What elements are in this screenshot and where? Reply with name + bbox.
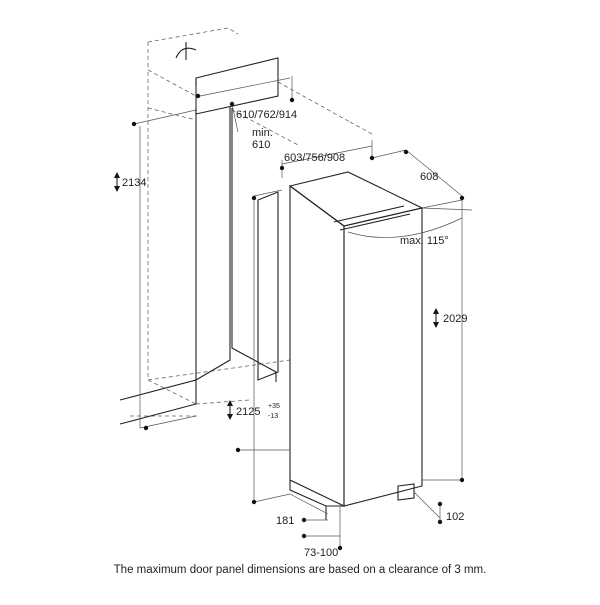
diagram-caption: The maximum door panel dimensions are ba… [113, 564, 487, 576]
label-height-tol-minus: -13 [268, 413, 278, 420]
label-height-tol-plus: +35 [268, 403, 280, 410]
height-arrows [114, 172, 439, 420]
label-plinth-depth: 181 [276, 515, 294, 527]
dimension-labels: 610/762/914 min. 610 603/756/908 608 max… [122, 109, 467, 559]
arrow-2134-icon [114, 172, 120, 192]
dimension-endpoints [131, 93, 465, 551]
label-plinth-range: 73-100 [304, 547, 338, 559]
label-niche-height: 2134 [122, 177, 146, 189]
dimension-lines [133, 76, 473, 548]
label-door-angle: max. 115° [400, 235, 449, 247]
label-appliance-width: 603/756/908 [284, 152, 345, 164]
label-min: min. [252, 127, 273, 139]
arrow-2029-icon [433, 308, 439, 328]
appliance-body [288, 171, 424, 520]
label-niche-width: 610/762/914 [236, 109, 297, 121]
label-appliance-height: 2029 [443, 313, 467, 325]
label-appliance-depth: 608 [420, 171, 438, 183]
label-min-depth: 610 [252, 139, 270, 151]
label-foot-height: 102 [446, 511, 464, 523]
arrow-2125-icon [227, 400, 233, 420]
label-height-base: 2125 [236, 406, 260, 418]
niche-outline [130, 27, 373, 417]
